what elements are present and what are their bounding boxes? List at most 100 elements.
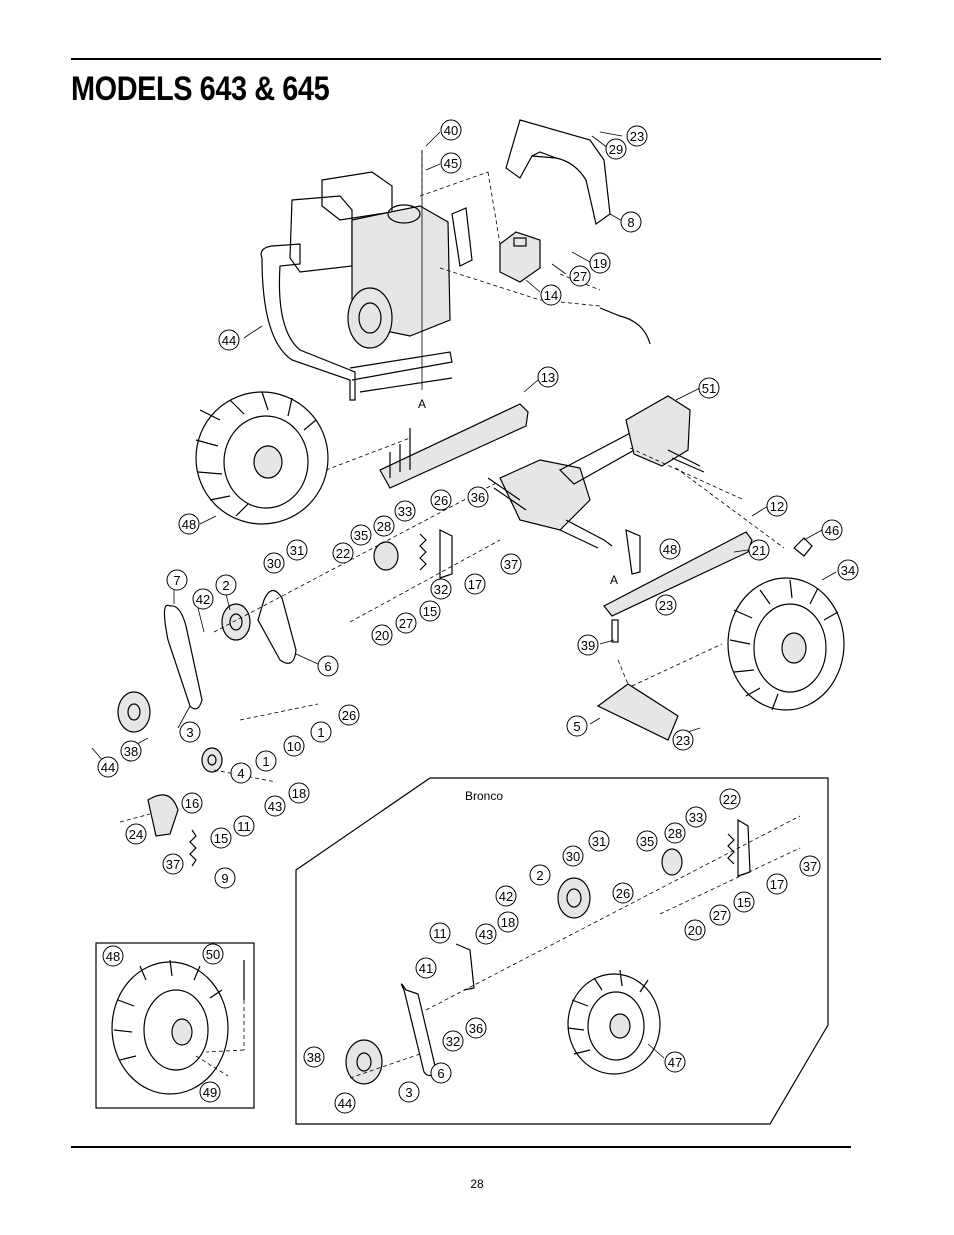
bronco-callout-26: 26 bbox=[612, 882, 634, 904]
callout-circle bbox=[350, 524, 372, 546]
point-label-a-engine: A bbox=[418, 397, 426, 411]
main-callout-43: 43 bbox=[264, 795, 286, 817]
callout-number: 8 bbox=[627, 215, 634, 230]
callout-number: 22 bbox=[336, 546, 350, 561]
callout-number: 42 bbox=[196, 592, 210, 607]
callout-number: 20 bbox=[688, 923, 702, 938]
bronco-illustration bbox=[345, 815, 801, 1085]
callout-number: 30 bbox=[566, 849, 580, 864]
bronco-inset-label: Bronco bbox=[465, 789, 503, 803]
main-callout-23: 23 bbox=[672, 729, 694, 751]
callout-circle bbox=[566, 715, 588, 737]
cable-illustration bbox=[599, 307, 651, 345]
callout-number: 20 bbox=[375, 628, 389, 643]
callout-circle bbox=[465, 1017, 487, 1039]
bronco-callout-32: 32 bbox=[442, 1030, 464, 1052]
callout-number: 3 bbox=[405, 1085, 412, 1100]
callout-number: 43 bbox=[268, 799, 282, 814]
callout-number: 48 bbox=[663, 542, 677, 557]
callout-number: 34 bbox=[841, 563, 855, 578]
callout-circle bbox=[125, 823, 147, 845]
callout-circle bbox=[636, 830, 658, 852]
main-callout-27: 27 bbox=[395, 612, 417, 634]
callout-circle bbox=[429, 922, 451, 944]
callout-circle bbox=[102, 945, 124, 967]
callout-circle bbox=[672, 729, 694, 751]
main-callout-9: 9 bbox=[214, 867, 236, 889]
callout-circle bbox=[430, 489, 452, 511]
callout-circle bbox=[415, 957, 437, 979]
bronco-callout-36: 36 bbox=[465, 1017, 487, 1039]
callout-number: 49 bbox=[203, 1085, 217, 1100]
bronco-callout-17: 17 bbox=[766, 873, 788, 895]
callout-number: 37 bbox=[166, 857, 180, 872]
callout-circle bbox=[605, 138, 627, 160]
bronco-callout-22: 22 bbox=[719, 788, 741, 810]
callout-number: 19 bbox=[593, 256, 607, 271]
callout-circle bbox=[430, 1062, 452, 1084]
main-callout-48: 48 bbox=[178, 513, 200, 535]
callout-circle bbox=[398, 1081, 420, 1103]
callout-circle bbox=[395, 612, 417, 634]
main-callout-26: 26 bbox=[430, 489, 452, 511]
callout-number: 26 bbox=[616, 886, 630, 901]
callout-number: 14 bbox=[544, 288, 558, 303]
main-callout-32: 32 bbox=[430, 578, 452, 600]
callout-number: 43 bbox=[479, 927, 493, 942]
callout-circle bbox=[373, 515, 395, 537]
callout-number: 50 bbox=[206, 947, 220, 962]
hub-cap-46-illustration bbox=[793, 537, 813, 557]
callout-number: 35 bbox=[640, 834, 654, 849]
callout-circle bbox=[394, 500, 416, 522]
callout-number: 24 bbox=[129, 827, 143, 842]
callout-circle bbox=[440, 152, 462, 174]
callout-number: 15 bbox=[737, 895, 751, 910]
tire-inset-callout-49: 49 bbox=[199, 1081, 221, 1103]
callout-number: 29 bbox=[609, 142, 623, 157]
engine-illustration bbox=[260, 150, 473, 401]
callout-circle bbox=[230, 762, 252, 784]
callout-circle bbox=[120, 740, 142, 762]
callout-number: 13 bbox=[541, 370, 555, 385]
bronco-callout-27: 27 bbox=[709, 904, 731, 926]
bronco-callout-18: 18 bbox=[497, 911, 519, 933]
callout-number: 17 bbox=[468, 577, 482, 592]
callout-number: 26 bbox=[342, 708, 356, 723]
main-callout-44: 44 bbox=[97, 756, 119, 778]
belt-6-illustration bbox=[257, 589, 297, 664]
callout-number: 23 bbox=[676, 733, 690, 748]
callout-number: 23 bbox=[659, 598, 673, 613]
bronco-callout-3: 3 bbox=[398, 1081, 420, 1103]
callout-circle bbox=[430, 578, 452, 600]
callout-number: 39 bbox=[581, 638, 595, 653]
callout-number: 41 bbox=[419, 961, 433, 976]
callout-circle bbox=[664, 822, 686, 844]
callout-circle bbox=[467, 486, 489, 508]
callout-number: 7 bbox=[173, 573, 180, 588]
bronco-callout-43: 43 bbox=[475, 923, 497, 945]
callout-circle bbox=[440, 119, 462, 141]
main-callout-33: 33 bbox=[394, 500, 416, 522]
main-callout-30: 30 bbox=[263, 552, 285, 574]
callout-circle bbox=[698, 377, 720, 399]
main-callout-12: 12 bbox=[766, 495, 788, 517]
callout-circle bbox=[709, 904, 731, 926]
transmission-illustration bbox=[487, 395, 705, 549]
callout-number: 21 bbox=[752, 543, 766, 558]
main-callout-19: 19 bbox=[589, 252, 611, 274]
main-callout-26: 26 bbox=[338, 704, 360, 726]
callout-number: 40 bbox=[444, 123, 458, 138]
callout-number: 18 bbox=[501, 915, 515, 930]
callout-circle bbox=[821, 519, 843, 541]
callout-circle bbox=[317, 655, 339, 677]
callout-number: 11 bbox=[433, 926, 447, 941]
callout-circle bbox=[497, 911, 519, 933]
callout-number: 31 bbox=[290, 543, 304, 558]
callout-circle bbox=[334, 1092, 356, 1114]
left-tire-illustration bbox=[195, 391, 329, 525]
callout-circle bbox=[659, 538, 681, 560]
callout-circle bbox=[685, 806, 707, 828]
main-callout-46: 46 bbox=[821, 519, 843, 541]
bronco-callout-47: 47 bbox=[664, 1051, 686, 1073]
